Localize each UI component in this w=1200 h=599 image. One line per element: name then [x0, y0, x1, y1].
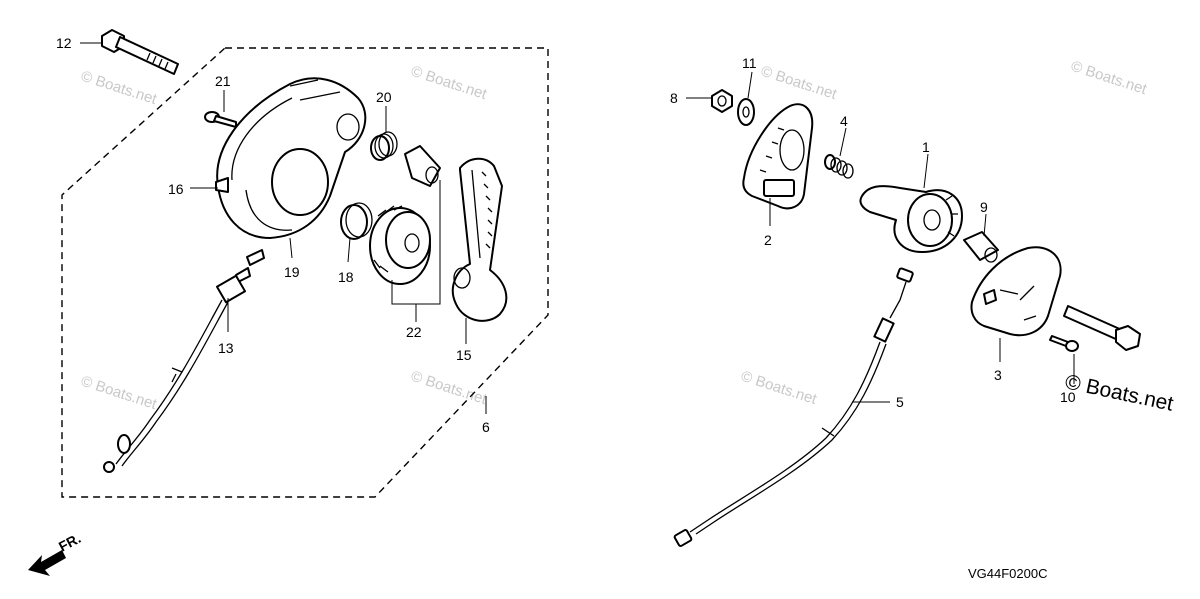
callout-1: 1: [922, 139, 930, 155]
callout-2: 2: [764, 232, 772, 248]
assembly-6-outline: [61, 47, 549, 498]
watermark-corner: © Boats.net: [1063, 370, 1176, 415]
cam-piece-icon: [404, 145, 441, 187]
spring-20-icon: [370, 131, 398, 161]
throttle-lever-1-icon: [859, 185, 963, 253]
callout-4: 4: [840, 113, 848, 129]
pin-9-icon: [963, 231, 999, 263]
lever-15-icon: [451, 157, 508, 322]
watermark: © Boats.net: [1069, 58, 1150, 99]
watermark: © Boats.net: [759, 63, 840, 104]
watermark: © Boats.net: [409, 63, 490, 104]
watermarks: © Boats.net © Boats.net © Boats.net © Bo…: [79, 58, 1176, 416]
base-plate-2-icon: [742, 103, 814, 210]
callout-8: 8: [670, 90, 678, 106]
housing-19-icon: [215, 77, 367, 239]
watermark: © Boats.net: [79, 68, 160, 109]
callout-20: 20: [376, 89, 392, 105]
diagram-code: VG44F0200C: [968, 566, 1048, 581]
right-callouts: 8 11 2 4 1 9 3 5 10: [670, 55, 1076, 410]
screw-10-icon: [1049, 335, 1079, 352]
left-leader-lines: [80, 42, 487, 414]
cable-5-icon: [673, 267, 914, 547]
ratchet-22-icon: [369, 205, 431, 285]
direction-label: FR.: [56, 530, 83, 555]
callout-18: 18: [338, 269, 354, 285]
spring-4-icon: [824, 154, 854, 179]
callout-3: 3: [994, 367, 1002, 383]
bolt-12-icon: [101, 29, 179, 75]
right-leader-lines: [686, 71, 1075, 403]
bolt-7-icon: [1063, 305, 1141, 351]
front-direction-arrow-icon: FR.: [28, 530, 83, 576]
callout-16: 16: [168, 181, 184, 197]
callout-5: 5: [896, 394, 904, 410]
left-callouts: 12 21 16 19 20 18 22 15 13 6: [56, 35, 490, 435]
callout-13: 13: [218, 340, 234, 356]
washer-11-icon: [737, 98, 755, 126]
callout-15: 15: [456, 347, 472, 363]
callout-12: 12: [56, 35, 72, 51]
callout-11: 11: [742, 55, 757, 71]
screw-21-icon: [204, 111, 237, 128]
callout-19: 19: [284, 264, 300, 280]
cover-3-icon: [970, 246, 1062, 337]
watermark: © Boats.net: [409, 368, 490, 409]
watermark: © Boats.net: [739, 368, 820, 409]
cable-13-icon: [103, 249, 265, 473]
callout-10: 10: [1060, 389, 1076, 405]
spring-18-icon: [340, 202, 373, 240]
watermark: © Boats.net: [79, 373, 160, 414]
nut-8-icon: [711, 89, 733, 113]
callout-6: 6: [482, 419, 490, 435]
callout-22: 22: [406, 324, 422, 340]
callout-21: 21: [215, 73, 231, 89]
callout-9: 9: [980, 199, 988, 215]
